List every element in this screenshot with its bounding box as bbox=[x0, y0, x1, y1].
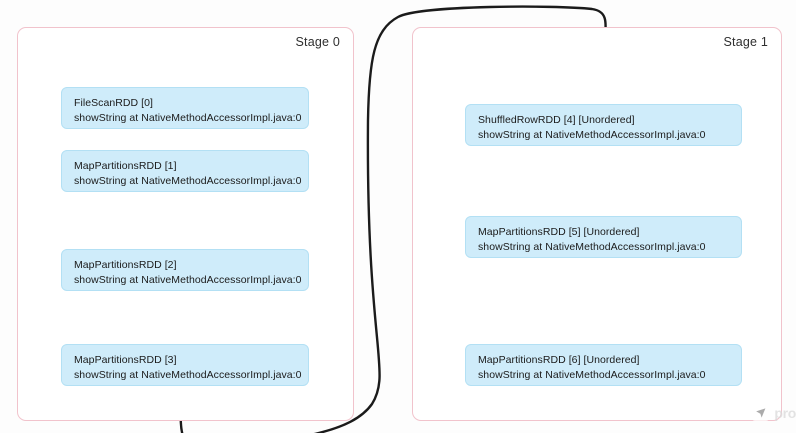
rdd-callsite: showString at NativeMethodAccessorImpl.j… bbox=[74, 112, 302, 124]
rdd-callsite: showString at NativeMethodAccessorImpl.j… bbox=[74, 175, 302, 187]
rdd-node-mappartitionsrdd-6[interactable]: MapPartitionsRDD [6] [Unordered] showStr… bbox=[465, 344, 742, 386]
rdd-callsite: showString at NativeMethodAccessorImpl.j… bbox=[74, 274, 302, 286]
rdd-callsite: showString at NativeMethodAccessorImpl.j… bbox=[478, 241, 706, 253]
rdd-name: MapPartitionsRDD [5] [Unordered] bbox=[478, 226, 640, 238]
rdd-callsite: showString at NativeMethodAccessorImpl.j… bbox=[478, 129, 706, 141]
rdd-name: MapPartitionsRDD [1] bbox=[74, 160, 177, 172]
rdd-node-mappartitionsrdd-3[interactable]: MapPartitionsRDD [3] showString at Nativ… bbox=[61, 344, 309, 386]
watermark-text: pro bbox=[774, 404, 796, 421]
watermark-logo-icon bbox=[752, 404, 770, 421]
stage-0-label: Stage 0 bbox=[295, 35, 340, 49]
rdd-node-filescanrdd-0[interactable]: FileScanRDD [0] showString at NativeMeth… bbox=[61, 87, 309, 129]
stage-1-label: Stage 1 bbox=[723, 35, 768, 49]
rdd-node-shuffledrowrdd-4[interactable]: ShuffledRowRDD [4] [Unordered] showStrin… bbox=[465, 104, 742, 146]
rdd-name: MapPartitionsRDD [2] bbox=[74, 259, 177, 271]
rdd-node-mappartitionsrdd-1[interactable]: MapPartitionsRDD [1] showString at Nativ… bbox=[61, 150, 309, 192]
rdd-name: MapPartitionsRDD [3] bbox=[74, 354, 177, 366]
watermark: pro bbox=[752, 404, 796, 421]
rdd-node-mappartitionsrdd-5[interactable]: MapPartitionsRDD [5] [Unordered] showStr… bbox=[465, 216, 742, 258]
rdd-name: MapPartitionsRDD [6] [Unordered] bbox=[478, 354, 640, 366]
rdd-node-mappartitionsrdd-2[interactable]: MapPartitionsRDD [2] showString at Nativ… bbox=[61, 249, 309, 291]
rdd-name: ShuffledRowRDD [4] [Unordered] bbox=[478, 114, 635, 126]
rdd-callsite: showString at NativeMethodAccessorImpl.j… bbox=[478, 369, 706, 381]
rdd-name: FileScanRDD [0] bbox=[74, 97, 153, 109]
rdd-callsite: showString at NativeMethodAccessorImpl.j… bbox=[74, 369, 302, 381]
